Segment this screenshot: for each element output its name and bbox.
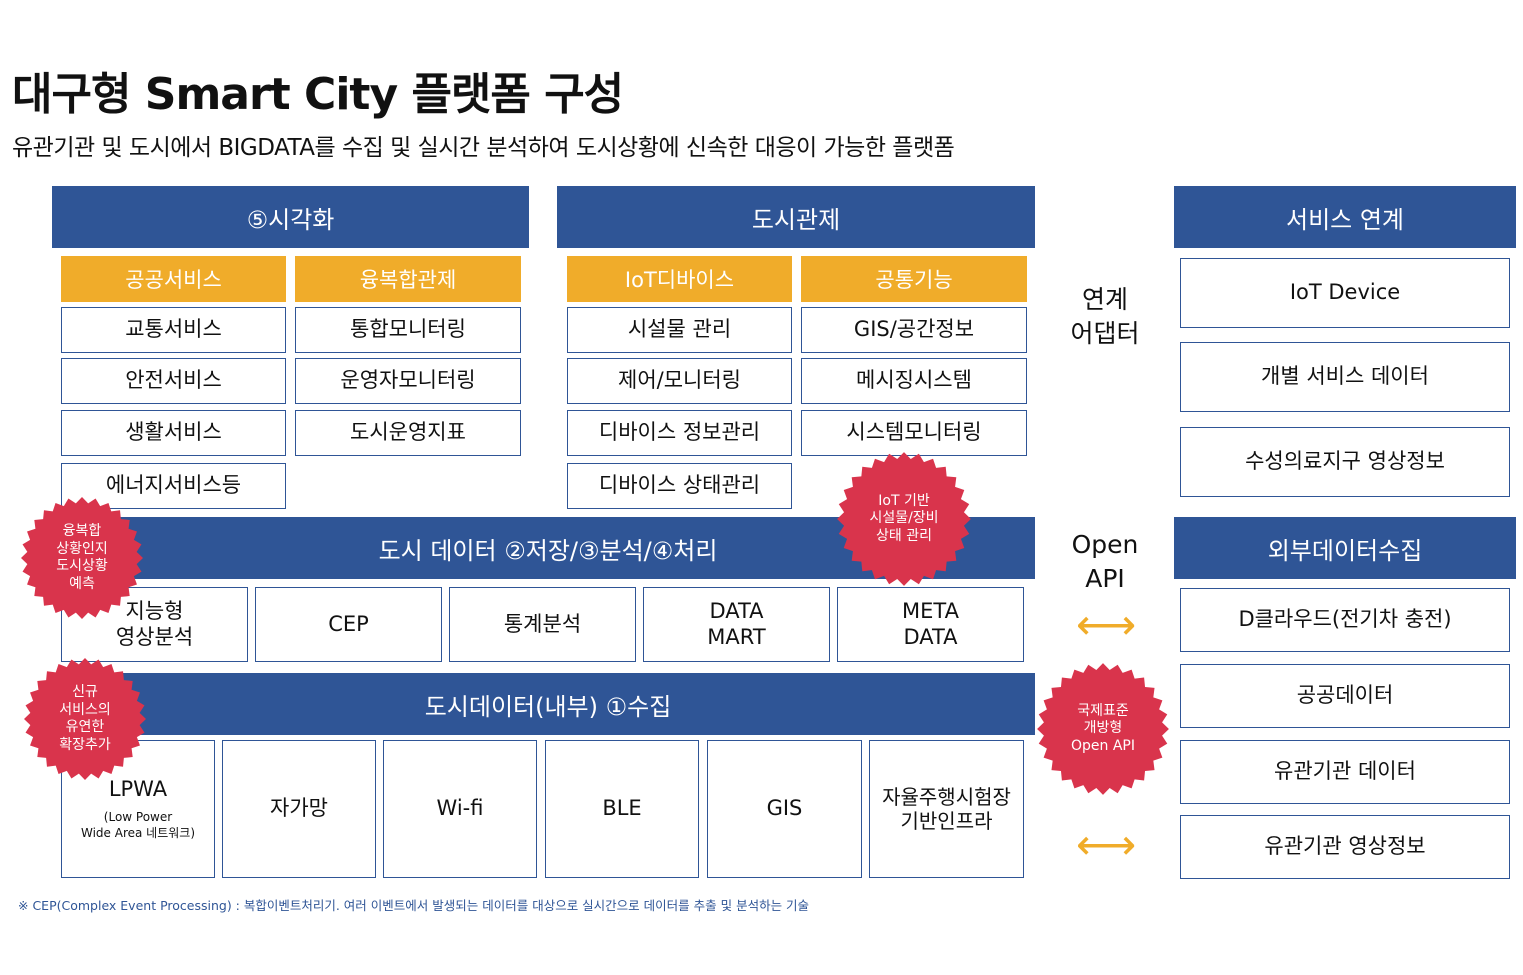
badge-line: Open API: [1071, 737, 1135, 754]
page-title: 대구형 Smart City 플랫폼 구성: [12, 69, 624, 120]
box-note1: (Low Power: [103, 810, 173, 824]
box-note2: Wide Area 네트워크): [80, 825, 196, 840]
box-line1: 자가망: [270, 796, 328, 821]
service-link-header: 서비스 연계: [1174, 186, 1516, 248]
badge-line: 국제표준: [1077, 702, 1129, 719]
badge-line: 서비스의: [59, 701, 111, 718]
data-collection-header: 도시데이터(내부) ①수집: [61, 673, 1035, 735]
box-line2: 기반인프라: [900, 809, 993, 833]
box-note: (Low Power Wide Area 네트워크): [81, 810, 195, 841]
badge-line: 유연한: [65, 719, 105, 735]
box-line1: LPWA: [108, 776, 168, 801]
badge-line: 시설물/장비: [869, 510, 939, 527]
lpwa-box: LPWA (Low Power Wide Area 네트워크): [61, 740, 215, 878]
badge-line: 개방형: [1083, 720, 1123, 737]
box-line1: Wi-fi: [436, 796, 484, 821]
box-line1: BLE: [602, 796, 642, 821]
adapter-label: 연계 어댑터: [1060, 283, 1150, 351]
cep-box: CEP: [255, 587, 442, 662]
d-cloud-box: D클라우드(전기차 충전): [1180, 588, 1510, 652]
iot-facility-badge: IoT 기반 시설물/장비 상태 관리: [836, 451, 972, 587]
gis-spatial-info-box: GIS/공간정보: [801, 307, 1027, 353]
box-line2: MART: [707, 624, 766, 649]
badge-line: 도시상황: [56, 558, 108, 574]
open-api-line2: API: [1085, 563, 1125, 593]
statistics-analysis-box: 통계분석: [449, 587, 636, 662]
system-monitoring-box: 시스템모니터링: [801, 410, 1027, 456]
footnote: ※ CEP(Complex Event Processing) : 복합이벤트처…: [18, 898, 810, 913]
iot-device-header: IoT디바이스: [567, 256, 792, 302]
public-service-header: 공공서비스: [61, 256, 286, 302]
visualization-header: ⑤시각화: [52, 186, 529, 248]
adapter-line2: 어댑터: [1070, 318, 1140, 348]
operator-monitoring-box: 운영자모니터링: [295, 358, 521, 404]
badge-line: 상태 관리: [876, 527, 932, 544]
suseong-medical-video-box: 수성의료지구 영상정보: [1180, 427, 1510, 497]
external-data-header: 외부데이터수집: [1174, 517, 1516, 579]
messaging-system-box: 메시징시스템: [801, 358, 1027, 404]
badge-line: IoT 기반: [878, 492, 930, 509]
box-line2: 영상분석: [115, 624, 194, 649]
page-subtitle: 유관기관 및 도시에서 BIGDATA를 수집 및 실시간 분석하여 도시상황에…: [12, 135, 955, 161]
box-line1: 지능형: [125, 599, 184, 624]
double-arrow-icon: ⟷: [1076, 600, 1137, 649]
wifi-box: Wi-fi: [383, 740, 537, 878]
device-info-management-box: 디바이스 정보관리: [567, 410, 792, 456]
box-line1: DATA: [709, 599, 764, 624]
integrated-monitoring-box: 통합모니터링: [295, 307, 521, 353]
double-arrow-icon: ⟷: [1076, 820, 1137, 869]
adapter-line1: 연계: [1081, 285, 1128, 314]
autonomous-test-site-box: 자율주행시험장 기반인프라: [869, 740, 1024, 878]
badge-seal-icon: [1037, 663, 1169, 795]
agency-video-box: 유관기관 영상정보: [1180, 815, 1510, 879]
fusion-control-header: 융복합관제: [295, 256, 521, 302]
box-line1: 통계분석: [503, 611, 582, 636]
badge-seal-icon: [21, 497, 143, 619]
data-mart-box: DATA MART: [643, 587, 830, 662]
meta-data-box: META DATA: [837, 587, 1024, 662]
traffic-service-box: 교통서비스: [61, 307, 286, 353]
badge-line: 확장추가: [59, 736, 111, 753]
badge-seal-icon: [24, 658, 146, 780]
badge-line: 신규: [72, 684, 98, 700]
new-service-badge: 신규 서비스의 유연한 확장추가: [23, 657, 147, 781]
box-line1: 자율주행시험장: [882, 785, 1011, 809]
badge-seal-icon: [837, 452, 971, 586]
safety-service-box: 안전서비스: [61, 358, 286, 404]
iot-device-box: IoT Device: [1180, 258, 1510, 328]
city-operation-index-box: 도시운영지표: [295, 410, 521, 456]
open-api-label: Open API: [1060, 528, 1150, 596]
badge-line: 상황인지: [56, 540, 108, 557]
living-service-box: 생활서비스: [61, 410, 286, 456]
public-data-box: 공공데이터: [1180, 664, 1510, 728]
agency-data-box: 유관기관 데이터: [1180, 740, 1510, 804]
city-control-header: 도시관제: [557, 186, 1035, 248]
open-api-line1: Open: [1071, 530, 1139, 559]
box-line1: GIS: [766, 796, 803, 821]
box-line2: DATA: [903, 624, 958, 649]
badge-line: 융복합: [62, 523, 102, 539]
individual-service-data-box: 개별 서비스 데이터: [1180, 342, 1510, 412]
control-monitoring-box: 제어/모니터링: [567, 358, 792, 404]
private-network-box: 자가망: [222, 740, 376, 878]
box-line1: META: [902, 599, 959, 624]
gis-box: GIS: [707, 740, 862, 878]
ble-box: BLE: [545, 740, 699, 878]
badge-line: 예측: [69, 575, 95, 592]
common-function-header: 공통기능: [801, 256, 1027, 302]
energy-service-box: 에너지서비스등: [61, 463, 286, 509]
facility-management-box: 시설물 관리: [567, 307, 792, 353]
box-line1: CEP: [328, 611, 369, 636]
fusion-prediction-badge: 융복합 상황인지 도시상황 예측: [20, 496, 144, 620]
device-status-management-box: 디바이스 상태관리: [567, 463, 792, 509]
open-standard-badge: 국제표준 개방형 Open API: [1036, 662, 1170, 796]
